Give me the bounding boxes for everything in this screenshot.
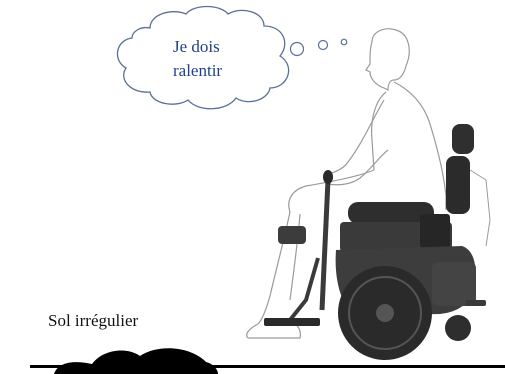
thought-text-line1: Je dois xyxy=(173,37,220,56)
headrest xyxy=(452,124,474,154)
person-front-torso xyxy=(371,91,387,171)
footplate xyxy=(264,318,320,326)
backrest-frame xyxy=(469,169,491,247)
joystick-knob xyxy=(323,170,333,184)
thought-dot-large xyxy=(289,41,305,57)
person-arm xyxy=(327,99,389,186)
ground-bump xyxy=(54,348,218,374)
armrest-pad xyxy=(420,214,450,248)
person-back xyxy=(393,81,447,210)
uneven-ground xyxy=(54,348,218,374)
anti-tip xyxy=(466,300,486,306)
drive-wheel-rim xyxy=(348,276,422,350)
battery-box xyxy=(432,262,476,306)
thought-dot-small xyxy=(340,38,348,46)
backrest xyxy=(446,156,470,214)
joystick-post xyxy=(319,179,331,311)
rear-caster xyxy=(445,315,471,341)
legrest xyxy=(288,257,320,322)
person-head xyxy=(365,28,410,91)
ground-line xyxy=(30,365,505,368)
ground-label: Sol irrégulier xyxy=(48,311,139,330)
thought-dot-medium xyxy=(317,39,329,51)
drive-wheel-hub xyxy=(376,304,394,322)
thought-cloud xyxy=(116,5,290,110)
person-thigh xyxy=(288,169,375,213)
thought-text-line2: ralentir xyxy=(173,61,222,80)
person-shin-back xyxy=(289,213,301,301)
thought-bubble: Je dois ralentir xyxy=(116,5,348,110)
wheelchair xyxy=(264,124,491,360)
side-control xyxy=(278,226,306,244)
seat-cushion xyxy=(348,202,434,224)
